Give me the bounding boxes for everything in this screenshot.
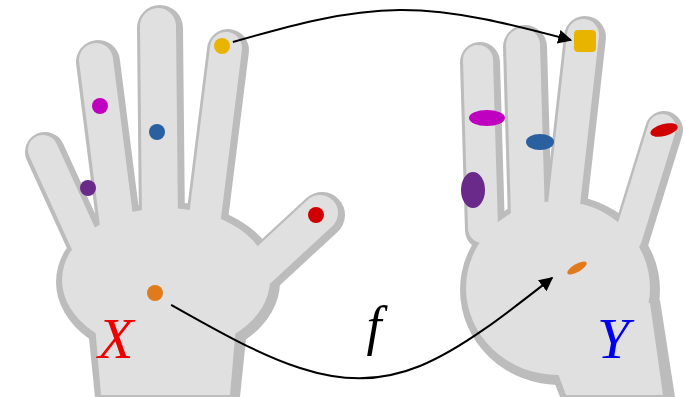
shape-name: X bbox=[98, 306, 133, 371]
hand-shape: X bbox=[10, 10, 355, 390]
marker-dot bbox=[147, 285, 163, 301]
marker-dot bbox=[92, 98, 108, 114]
shape-label: X bbox=[98, 310, 133, 368]
marker-patch bbox=[461, 172, 485, 208]
marker-patch bbox=[649, 121, 679, 140]
marker-dot bbox=[214, 38, 230, 54]
hand-shape: Y bbox=[405, 10, 680, 390]
mapping-arrow bbox=[171, 278, 552, 378]
map-label: f bbox=[366, 299, 381, 353]
hand-y bbox=[460, 30, 679, 397]
marker-dot bbox=[80, 180, 96, 196]
shape-name: Y bbox=[597, 306, 629, 371]
mapping-arrow bbox=[233, 10, 571, 42]
marker-dot bbox=[308, 207, 324, 223]
marker-patch bbox=[526, 134, 554, 150]
hand-x bbox=[43, 26, 324, 397]
marker-patch bbox=[565, 259, 588, 277]
marker-dot bbox=[149, 124, 165, 140]
shape-label: Y bbox=[597, 310, 629, 368]
marker-patch bbox=[574, 30, 596, 52]
marker-patch bbox=[469, 110, 505, 126]
